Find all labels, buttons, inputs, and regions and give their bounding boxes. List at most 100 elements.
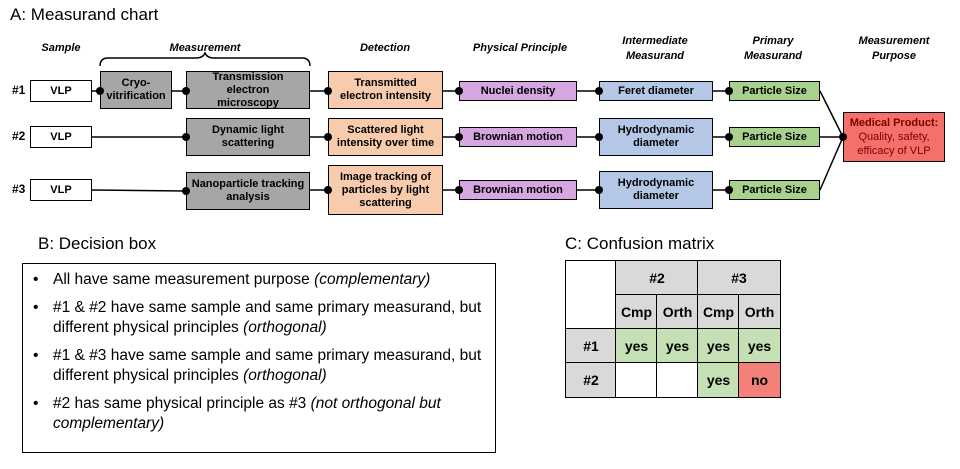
cm-col-group-3: #3 — [697, 260, 781, 296]
sample-box-2: VLP — [30, 126, 92, 148]
measurement-2-line2: scattering — [221, 137, 275, 149]
connector-dot — [324, 186, 332, 194]
measurement-1-line2: microscopy — [217, 96, 279, 109]
cm-cell: yes — [738, 328, 781, 364]
row-label-1: #1 — [12, 83, 26, 97]
measurand-chart-title: A: Measurand chart — [10, 5, 159, 24]
cryo-vitrification-box: Cryo-vitrification — [100, 71, 172, 109]
cm-cell-value: no — [750, 372, 769, 388]
connector-dot — [182, 133, 190, 141]
cm-cell — [615, 362, 658, 398]
cm-corner-cell — [565, 260, 617, 330]
sample-label-3: VLP — [50, 183, 72, 196]
header-purpose-line1: Measurement — [858, 35, 930, 47]
cm-cell: yes — [615, 328, 658, 364]
confusion-matrix-title: C: Confusion matrix — [565, 234, 715, 253]
primary-box-1: Particle Size — [729, 81, 820, 101]
cryo-line2: vitrification — [106, 90, 166, 102]
connector-dot — [725, 133, 733, 141]
sample-box-3: VLP — [30, 179, 92, 201]
decision-item-text: All have same measurement purpose — [53, 271, 315, 288]
cm-cell: yes — [656, 328, 699, 364]
decision-item: #1 & #3 have same sample and same primar… — [33, 346, 487, 386]
cm-row-label: #1 — [583, 338, 599, 354]
connector-dot — [324, 87, 332, 95]
cm-col-group-3-label: #3 — [731, 270, 747, 286]
primary-box-2: Particle Size — [729, 127, 820, 147]
intermediate-2-line2: diameter — [633, 137, 679, 149]
decision-list: All have same measurement purpose (compl… — [23, 264, 495, 434]
sample-box-1: VLP — [30, 80, 92, 102]
decision-item-text: #2 has same physical principle as #3 — [53, 395, 311, 412]
cm-col-group-2: #2 — [615, 260, 699, 296]
header-intermediate-measurand: Intermediate Measurand — [596, 34, 714, 64]
connector-dot — [455, 186, 463, 194]
cm-subcol-label: Cmp — [620, 304, 653, 320]
connector-dot — [595, 133, 603, 141]
decision-item: #1 & #2 have same sample and same primar… — [33, 298, 487, 338]
connector-dot — [455, 87, 463, 95]
cm-cell: yes — [697, 328, 740, 364]
cm-cell: no — [738, 362, 781, 398]
connector-dot — [725, 87, 733, 95]
purpose-box: Medical Product: Quality, safety, effica… — [843, 112, 945, 162]
primary-label-3: Particle Size — [742, 183, 807, 196]
sample-label-1: VLP — [50, 84, 72, 97]
intermediate-2-line1: Hydrodynamic — [617, 124, 695, 136]
cm-cell-value: yes — [624, 338, 649, 354]
cm-subcol-header: Cmp — [615, 294, 658, 330]
cm-subcol-label: Orth — [662, 304, 693, 320]
principle-label-3: Brownian motion — [473, 183, 563, 196]
cryo-line1: Cryo- — [121, 77, 151, 89]
connector-dot — [595, 186, 603, 194]
cm-cell-value: yes — [747, 338, 772, 354]
connector-dot — [96, 87, 104, 95]
cm-cell-value: yes — [706, 372, 731, 388]
intermediate-3-line2: diameter — [633, 190, 679, 202]
decision-item: All have same measurement purpose (compl… — [33, 270, 487, 290]
measurement-1-line1: Transmission electron — [212, 70, 284, 96]
header-primary-measurand: Primary Measurand — [724, 34, 822, 64]
measurement-2-line1: Dynamic light — [211, 124, 285, 136]
row-label-3: #3 — [12, 182, 26, 196]
detection-1-line1: Transmitted — [354, 77, 417, 89]
detection-3-line1: Image tracking of — [339, 170, 432, 183]
header-purpose-line2: Purpose — [871, 50, 916, 62]
header-sample: Sample — [41, 42, 81, 54]
confusion-matrix: #2 #3 Cmp Orth Cmp Orth #1 yes yes yes y… — [565, 260, 781, 400]
decision-box-title: B: Decision box — [38, 234, 157, 253]
cm-subcol-label: Orth — [744, 304, 775, 320]
decision-item-note: (orthogonal) — [243, 319, 327, 336]
decision-item-note: (complementary) — [314, 271, 431, 288]
detection-3-line2: particles by light — [341, 183, 430, 196]
cm-row-header: #2 — [565, 362, 617, 398]
connector-dot — [182, 87, 190, 95]
purpose-line2: efficacy of VLP — [857, 145, 931, 157]
cm-subcol-header: Orth — [656, 294, 699, 330]
header-primary-line2: Measurand — [743, 50, 803, 62]
cm-subcol-header: Cmp — [697, 294, 740, 330]
connector-dot — [839, 133, 847, 141]
measurement-brace — [99, 52, 311, 67]
principle-label-2: Brownian motion — [473, 130, 563, 143]
purpose-line1: Quality, safety, — [858, 131, 930, 143]
header-detection: Detection — [359, 42, 411, 54]
measurement-3-line1: Nanoparticle tracking — [191, 178, 305, 190]
header-intermediate-line1: Intermediate — [622, 35, 688, 47]
principle-label-1: Nuclei density — [480, 84, 556, 97]
decision-item-text: #1 & #3 have same sample and same primar… — [53, 347, 482, 384]
detection-2-line1: Scattered light — [347, 124, 424, 136]
decision-item-note: (orthogonal) — [243, 367, 327, 384]
cm-cell-value: yes — [706, 338, 731, 354]
purpose-title: Medical Product: — [849, 117, 939, 129]
cm-cell-value: yes — [665, 338, 690, 354]
connector-lines — [91, 90, 844, 192]
cm-cell — [656, 362, 699, 398]
cm-subcol-label: Cmp — [702, 304, 735, 320]
header-measurement: Measurement — [169, 42, 241, 54]
primary-label-1: Particle Size — [742, 84, 807, 97]
connector-dot — [324, 133, 332, 141]
